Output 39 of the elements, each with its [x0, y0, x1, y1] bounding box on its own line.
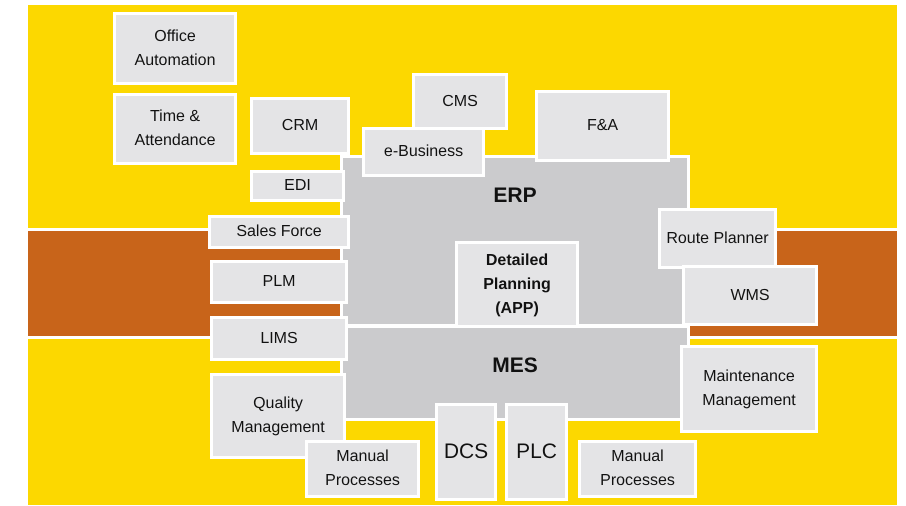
box-label: CRM — [280, 116, 320, 136]
box-label: e-Business — [382, 142, 464, 162]
system-box — [113, 93, 237, 165]
system-box — [658, 208, 777, 269]
system-box — [680, 345, 818, 433]
box-label: Manual Processes — [324, 447, 401, 491]
box-label: EDI — [283, 176, 312, 196]
box-label: MES — [491, 353, 539, 379]
box-label: Sales Force — [235, 222, 323, 242]
system-box — [305, 440, 420, 498]
box-label: CMS — [441, 92, 479, 112]
system-box — [412, 73, 508, 130]
box-label: LIMS — [259, 328, 299, 348]
system-box — [250, 97, 350, 155]
system-box — [250, 170, 345, 202]
box-label: WMS — [729, 286, 771, 306]
system-box — [210, 316, 348, 361]
box-label: Maintenance Management — [701, 367, 797, 411]
system-box — [682, 265, 818, 326]
box-label: DCS — [442, 439, 490, 466]
box-label: ERP — [492, 183, 538, 209]
box-label: PLC — [515, 439, 558, 466]
box-label: Quality Management — [230, 394, 326, 438]
box-label: Detailed Planning (APP) — [482, 250, 552, 318]
box-label: F&A — [586, 116, 620, 136]
system-box — [208, 215, 350, 249]
system-box — [435, 403, 497, 501]
box-label: PLM — [262, 272, 296, 292]
box-label: Office Automation — [134, 26, 216, 70]
system-box — [535, 90, 670, 162]
system-box — [578, 440, 697, 498]
box-label: Manual Processes — [599, 447, 676, 491]
box-label: Time & Attendance — [134, 107, 216, 151]
system-box — [113, 12, 237, 85]
system-box — [362, 127, 485, 177]
box-label: Route Planner — [665, 228, 770, 248]
system-box — [210, 260, 348, 304]
system-box — [505, 403, 568, 501]
system-box — [455, 241, 579, 328]
